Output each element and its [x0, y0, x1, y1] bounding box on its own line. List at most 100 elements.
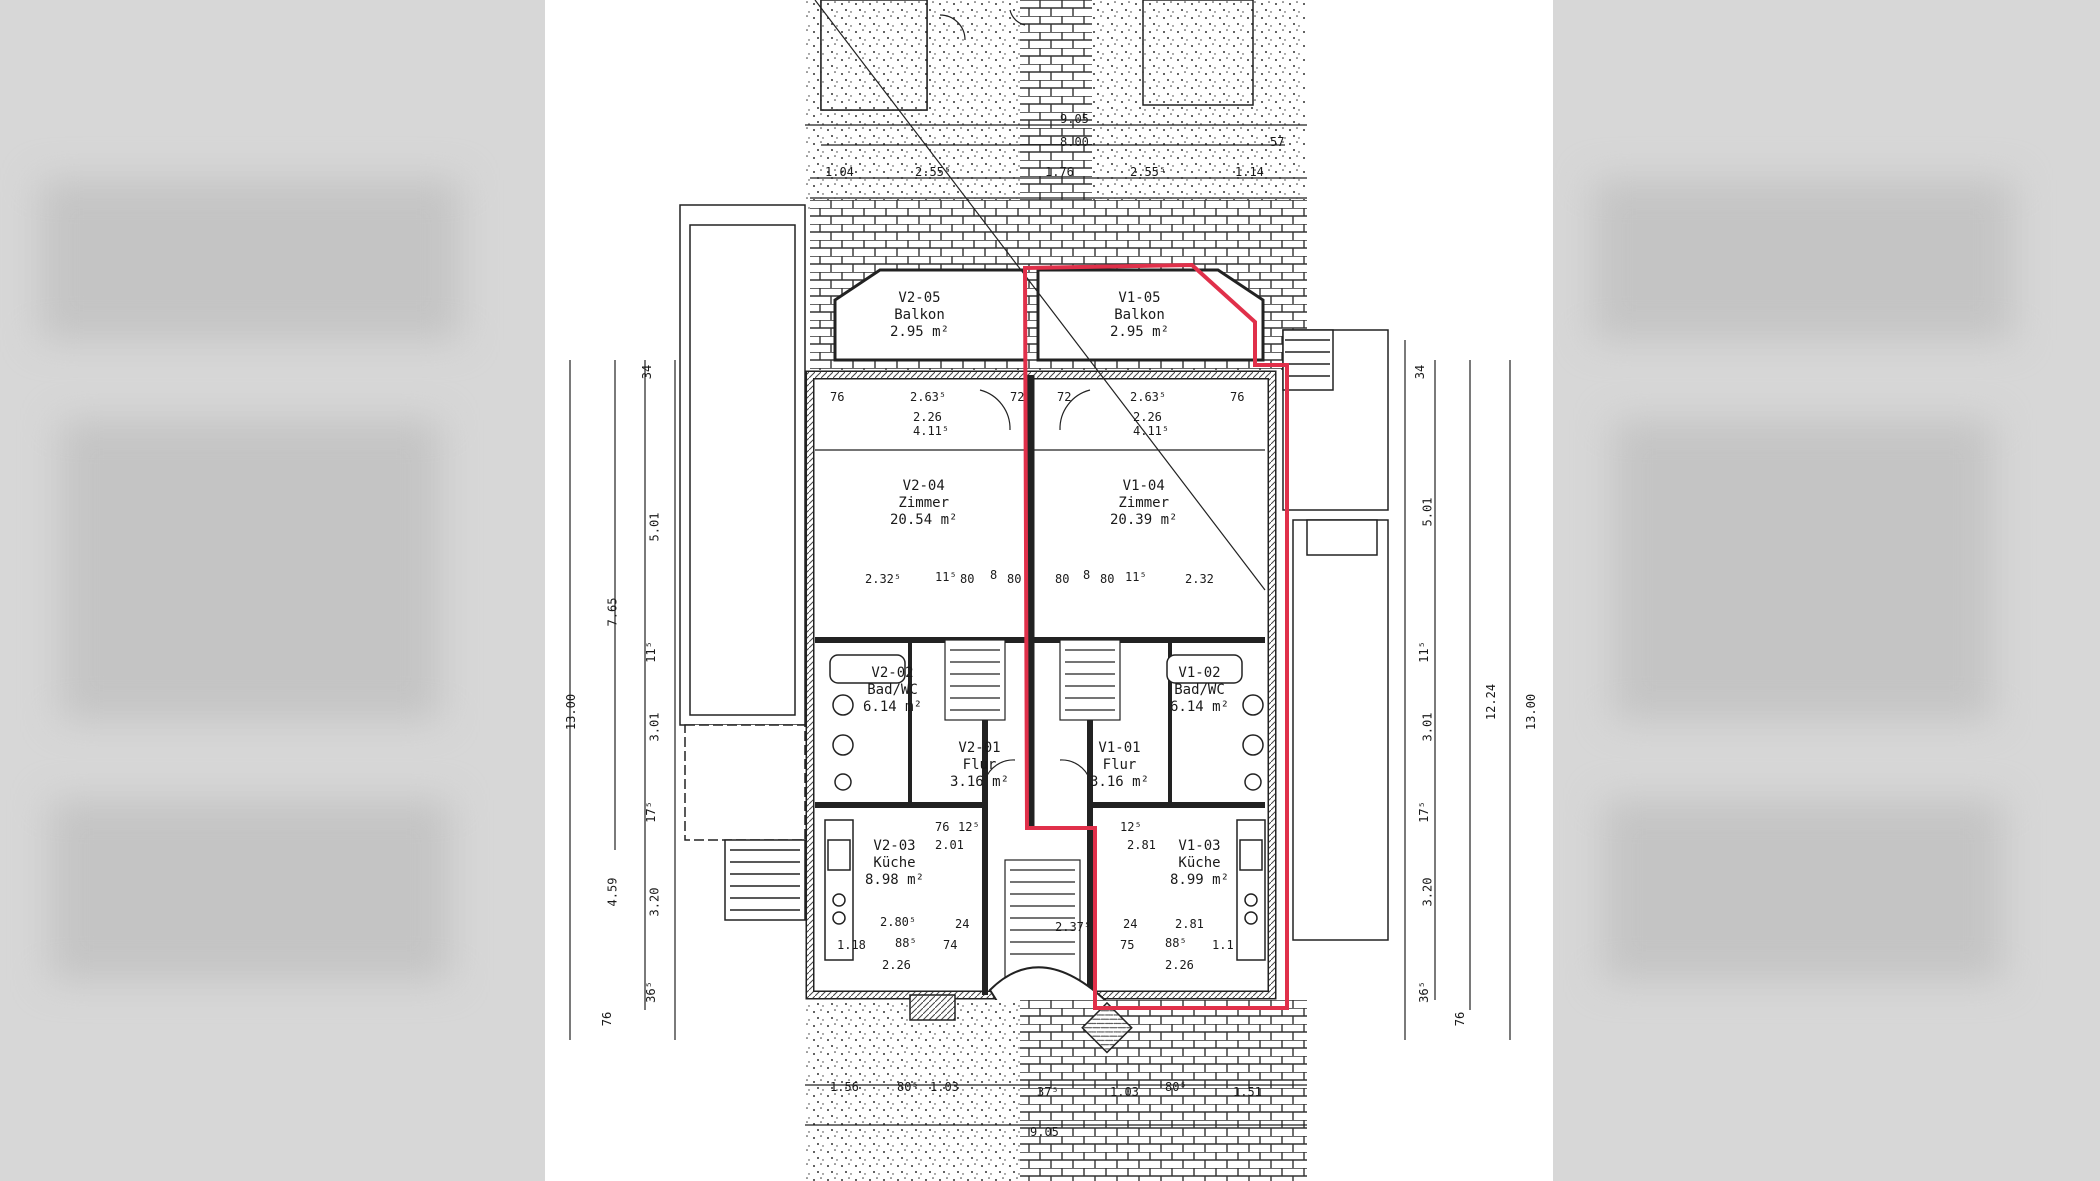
dim-left-total-2: 4.59	[605, 877, 620, 907]
dim-mr-4: 2.32	[1185, 572, 1214, 586]
dim-ml-1: 11⁵	[935, 570, 957, 584]
dim-right-0: 34	[1413, 364, 1428, 380]
dim-ll-0: 2.80⁵	[880, 915, 917, 929]
top-garden	[805, 0, 1307, 210]
dim-ur-3: 2.26	[1133, 410, 1162, 424]
dim-ul-3: 2.26	[913, 410, 942, 424]
dim-ll-1: 24	[955, 917, 970, 931]
dim-mr-3: 11⁵	[1125, 570, 1147, 584]
dim-top-b: 2.55⁵	[915, 165, 952, 179]
dim-left-5: 3.20	[647, 887, 662, 917]
dim-ml-4: 80	[1007, 572, 1022, 586]
dim-right-5: 3.20	[1420, 877, 1435, 907]
dim-mr-0: 80	[1055, 572, 1070, 586]
floor-plan-drawing	[569, 0, 1511, 1181]
right-vertical-dimensions	[1404, 340, 1511, 1040]
dim-lr-2: 75	[1120, 938, 1135, 952]
dim-ml-3: 8	[990, 568, 998, 582]
dim-left-total-0: 13.00	[564, 693, 579, 731]
dim-left-6: 36⁵	[643, 981, 658, 1003]
dim-right-6: 36⁵	[1416, 981, 1431, 1003]
dim-right-total-0: 12.24	[1484, 683, 1499, 721]
dim-lr-5: 2.26	[1165, 958, 1194, 972]
dim-right-total-1: 13.00	[1524, 693, 1539, 731]
dim-left-2: 11⁵	[643, 641, 658, 663]
dim-ul-0: 76	[830, 390, 845, 404]
left-outbuildings	[679, 204, 806, 921]
blurred-background-right	[1553, 0, 2100, 1181]
dim-lr-0: 2.81	[1175, 917, 1204, 931]
dim-left-total-1: 7.65	[605, 597, 620, 627]
dim-ur-4: 4.11⁵	[1133, 424, 1170, 438]
dim-bottom-1: 80⁵	[897, 1080, 919, 1094]
dim-top-e: 1.14	[1235, 165, 1264, 179]
dim-ll-2: 1.18	[837, 938, 866, 952]
balconies	[833, 268, 1265, 362]
dim-ll-4: 74	[943, 938, 958, 952]
dim-ll-8: 2.01	[935, 838, 964, 852]
left-vertical-dimensions	[569, 360, 676, 1040]
dim-bottom-7: 9.05	[1030, 1125, 1059, 1139]
dim-ll-7: 12⁵	[958, 820, 980, 834]
dim-mr-1: 8	[1083, 568, 1091, 582]
bottom-terrace	[805, 994, 1307, 1181]
bathroom-fixtures	[829, 654, 1264, 791]
dim-top-total: 9.05	[1060, 112, 1089, 126]
dim-left-4: 17⁵	[643, 801, 658, 823]
highlighted-unit-outline	[1022, 262, 1289, 1010]
kitchen-fixtures	[824, 819, 1266, 961]
dim-left-3: 3.01	[647, 712, 662, 742]
blurred-background-left	[0, 0, 545, 1181]
dim-lr-1: 24	[1123, 917, 1138, 931]
dim-bottom-3: 37⁵	[1037, 1085, 1059, 1099]
dim-bottom-2: 1.03	[930, 1080, 959, 1094]
dim-ul-1: 2.63⁵	[910, 390, 947, 404]
top-dimension-lines	[805, 124, 1307, 199]
dim-ur-1: 2.63⁵	[1130, 390, 1167, 404]
right-outbuildings	[1282, 329, 1389, 941]
dim-ur-2: 76	[1230, 390, 1245, 404]
dim-ml-0: 2.32⁵	[865, 572, 902, 586]
dim-lr-8: 2.37⁵	[1055, 920, 1092, 934]
dim-bottom-0: 1.56	[830, 1080, 859, 1094]
dim-right-7: 76	[1453, 1011, 1468, 1027]
dim-ul-4: 4.11⁵	[913, 424, 950, 438]
dim-left-0: 34	[640, 364, 655, 380]
dim-top-f: 57	[1270, 135, 1285, 149]
dim-ul-2: 72	[1010, 390, 1025, 404]
dim-right-2: 11⁵	[1416, 641, 1431, 663]
dim-ll-3: 88⁵	[895, 936, 917, 950]
dim-top-d: 2.55⁵	[1130, 165, 1167, 179]
dim-top-c: 1.76	[1045, 165, 1074, 179]
dim-bottom-5: 80⁵	[1165, 1080, 1187, 1094]
dim-bottom-6: 1.51	[1233, 1085, 1262, 1099]
dim-left-7: 76	[600, 1011, 615, 1027]
dim-lr-3: 88⁵	[1165, 936, 1187, 950]
dim-mr-2: 80	[1100, 572, 1115, 586]
dim-top-inner: 8.00	[1060, 135, 1089, 149]
dim-right-4: 17⁵	[1416, 801, 1431, 823]
dim-ur-0: 72	[1057, 390, 1072, 404]
dim-right-1: 5.01	[1420, 497, 1435, 527]
dim-ll-6: 76	[935, 820, 950, 834]
dim-lr-6: 12⁵	[1120, 820, 1142, 834]
dim-ll-5: 2.26	[882, 958, 911, 972]
dim-right-3: 3.01	[1420, 712, 1435, 742]
dim-left-1: 5.01	[647, 512, 662, 542]
dim-lr-7: 2.81	[1127, 838, 1156, 852]
dim-bottom-4: 1.03	[1110, 1085, 1139, 1099]
dim-top-a: 1.04	[825, 165, 854, 179]
door-swings	[979, 389, 1091, 781]
dim-ml-2: 80	[960, 572, 975, 586]
